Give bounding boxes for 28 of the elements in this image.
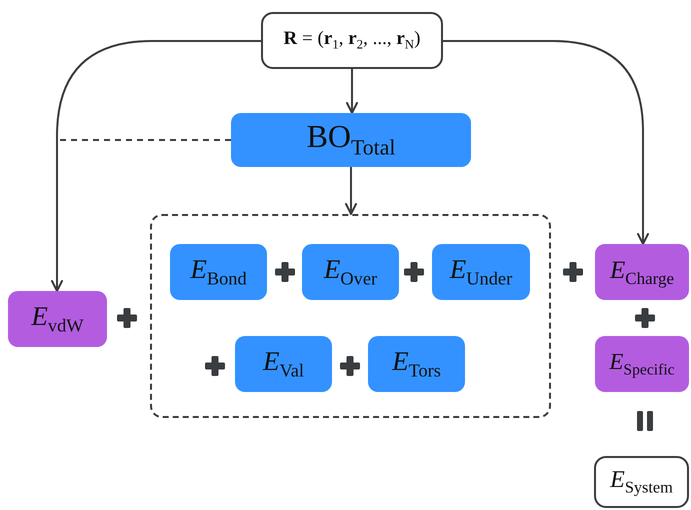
dashed-line — [57, 139, 231, 141]
arrow — [346, 69, 358, 114]
group-box — [150, 214, 551, 418]
term-box — [235, 336, 332, 392]
process-box — [231, 113, 471, 167]
arrow — [443, 40, 649, 245]
term-box — [170, 244, 267, 300]
term-box — [595, 244, 689, 300]
formula-text: E$_{Specific}$ — [609, 350, 675, 378]
input-box — [261, 12, 443, 69]
term-box — [8, 291, 107, 347]
result-box — [594, 456, 689, 508]
formula-text: E$_{Bond}$ — [190, 256, 247, 288]
arrow — [51, 40, 261, 292]
formula-text: E$_{Tors}$ — [392, 348, 441, 380]
term-box — [368, 336, 465, 392]
formula-text: E$_{Under}$ — [450, 256, 512, 288]
formula-text: BO$_{Total}$ — [306, 120, 396, 160]
formula-text: R = (r$_{1}$, r$_{2}$, ..., r$_{N}$) — [284, 29, 420, 52]
formula-text: E$_{System}$ — [610, 468, 673, 496]
term-box — [302, 244, 399, 300]
formula-text: E$_{Over}$ — [324, 256, 378, 288]
formula-text: E$_{Val}$ — [263, 348, 304, 380]
formula-text: E$_{Charge}$ — [610, 258, 674, 286]
arrow — [345, 167, 357, 215]
term-box — [595, 336, 689, 392]
formula-text: E$_{vdW}$ — [31, 303, 84, 335]
term-box — [432, 244, 530, 300]
